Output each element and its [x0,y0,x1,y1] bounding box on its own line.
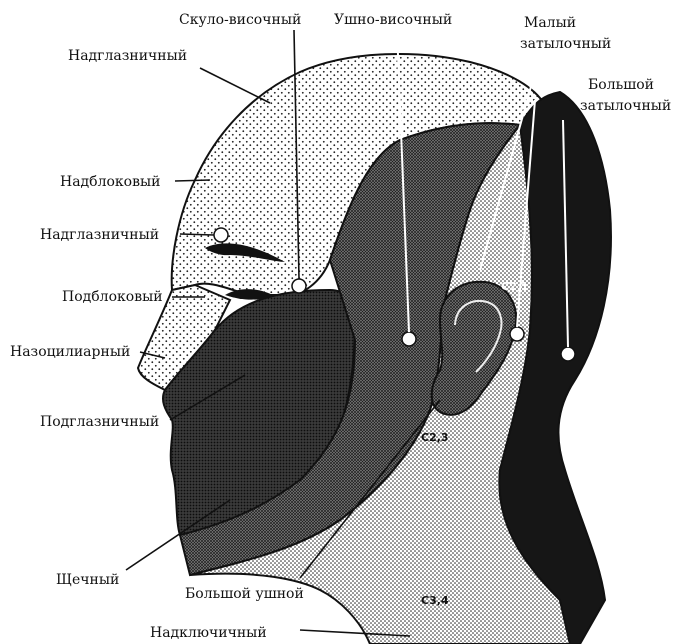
label-shchechny: Щечный [56,572,119,588]
leader-nadglaz-top [200,68,270,103]
label-ushno-visochny: Ушно-височный [334,12,452,28]
label-podglaznichny: Подглазничный [40,414,159,430]
label-bolshoy-zatylochny-1: Большой [588,77,654,93]
label-nazociliarny: Назоцилиарный [10,344,130,360]
greater-occipital-point [561,347,575,361]
zygomaticotemporal-point [292,279,306,293]
label-bolshoy-zatylochny-2: затылочный [580,98,671,114]
label-c23: C2,3 [421,431,449,444]
label-maly-zatylochny-2: затылочный [520,36,611,52]
leader-nadblok [175,180,210,181]
label-bolshoy-ushnoy: Большой ушной [185,586,304,602]
supraorbital-point [214,228,228,242]
label-skulo-visochny: Скуло-височный [179,12,301,28]
label-podblokovy: Подблоковый [62,289,163,305]
label-nadglaznichny-mid: Надглазничный [40,227,159,243]
label-nadblokovy: Надблоковый [60,174,160,190]
label-nadklyuchichny: Надключичный [150,625,267,641]
label-nadglaznichny-top: Надглазничный [68,48,187,64]
label-c34: C3,4 [421,594,449,607]
lesser-occipital-point [510,327,524,341]
label-c21: C2,1 [501,280,529,293]
label-maly-zatylochny-1: Малый [524,15,576,31]
auriculotemporal-point [402,332,416,346]
leader-nadglaz-mid [180,234,214,235]
